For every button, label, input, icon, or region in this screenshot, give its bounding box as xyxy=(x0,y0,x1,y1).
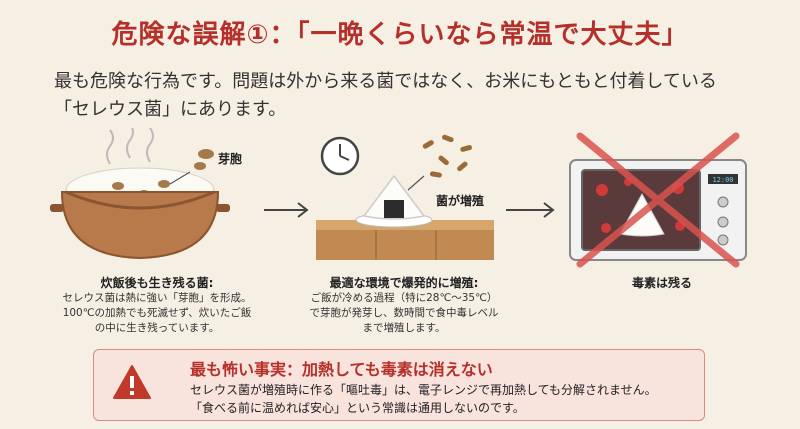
panel-3-caption: 毒素は残る xyxy=(602,274,722,291)
bacteria-icon xyxy=(422,134,473,178)
panel-3-caption-title: 毒素は残る xyxy=(631,276,692,290)
panel-1-caption-line: の中に生き残っています。 xyxy=(94,322,220,334)
clock-icon xyxy=(320,136,360,176)
panel-1-caption-line: 100℃の加熱でも死滅せず、炊いたご飯 xyxy=(62,307,252,319)
cross-icon xyxy=(576,132,740,268)
panel-1-caption-title: 炊飯後も生き残る菌: xyxy=(100,276,214,290)
warning-box: 最も怖い事実：加熱しても毒素は消えない セレウス菌が増殖時に作る「嘔吐毒」は、電… xyxy=(93,349,705,421)
panel-2-caption-line: で芽胞が発芽し、数時間で食中毒レベル xyxy=(309,307,499,319)
panel-2-caption-line: ご飯が冷める過程（特に28℃〜35℃） xyxy=(310,292,498,304)
panel-2-caption-line: まで増殖します。 xyxy=(362,322,446,334)
microwave-illustration: 12:00 xyxy=(569,132,747,268)
warning-line-2: 「食べる前に温めれば安心」という常識は通用しないのです。 xyxy=(190,401,525,415)
warning-title: 最も怖い事実：加熱しても毒素は消えない xyxy=(190,360,493,379)
panel-1-caption-line: セレウス菌は熱に強い「芽胞」を形成。 xyxy=(62,292,252,304)
warning-icon xyxy=(113,365,151,399)
warning-line-1: セレウス菌が増殖時に作る「嘔吐毒」は、電子レンジで再加熱しても分解されません。 xyxy=(190,383,657,397)
panel-1-caption: 炊飯後も生き残る菌: セレウス菌は熱に強い「芽胞」を形成。 100℃の加熱でも死… xyxy=(52,274,262,336)
panel-2-caption: 最適な環境で爆発的に増殖: ご飯が冷める過程（特に28℃〜35℃） で芽胞が発芽… xyxy=(292,274,516,336)
spore-label: 芽胞 xyxy=(218,152,243,166)
onigiri-counter-illustration xyxy=(316,134,494,260)
rice-pot-illustration xyxy=(50,128,230,260)
intro-line-1: 最も危険な行為です。問題は外から来る菌ではなく、お米にもともと付着している xyxy=(54,71,717,92)
intro-text: 最も危険な行為です。問題は外から来る菌ではなく、お米にもともと付着している 「セ… xyxy=(54,68,754,124)
microwave-display: 12:00 xyxy=(712,176,733,184)
page-title: 危険な誤解①：「一晩くらいなら常温で大丈夫」 xyxy=(111,20,689,50)
intro-line-2: 「セレウス菌」にあります。 xyxy=(54,99,287,120)
bacteria-growth-label: 菌が増殖 xyxy=(436,194,485,208)
panel-2-caption-title: 最適な環境で爆発的に増殖: xyxy=(329,276,479,290)
arrow-right-icon xyxy=(506,202,555,218)
arrow-right-icon xyxy=(264,202,309,218)
